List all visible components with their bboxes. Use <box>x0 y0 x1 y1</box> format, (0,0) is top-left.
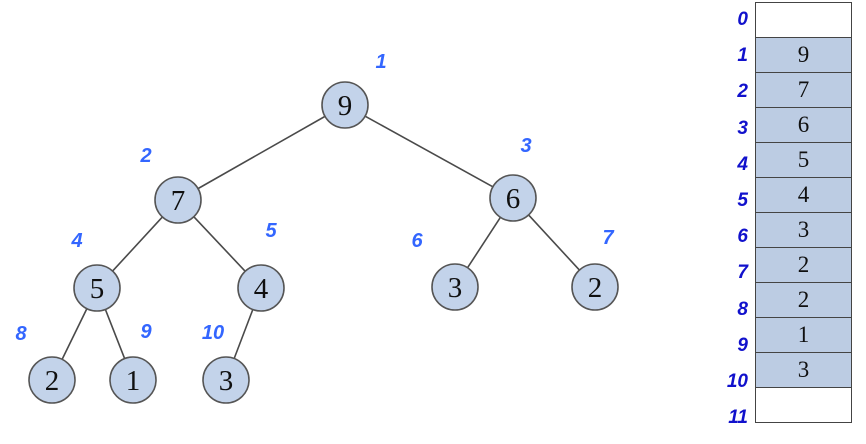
tree-node-circle[interactable] <box>73 264 121 312</box>
array-cell[interactable]: 6 <box>755 107 852 143</box>
array-cell[interactable]: 2 <box>755 247 852 283</box>
array-cell[interactable]: 7 <box>755 72 852 108</box>
array-cell[interactable]: 1 <box>755 317 852 353</box>
tree-edge-group <box>61 115 581 360</box>
array-index-label: 2 <box>737 81 748 103</box>
tree-edge <box>61 308 88 360</box>
array-index-label: 10 <box>726 370 748 392</box>
tree-node[interactable]: 9 <box>321 81 369 129</box>
tree-node-value: 2 <box>588 272 603 304</box>
tree-node-value: 5 <box>90 273 105 305</box>
tree-node-index-label: 3 <box>520 135 531 157</box>
tree-node-value: 9 <box>338 90 353 122</box>
tree-node-value: 4 <box>254 273 269 305</box>
tree-node[interactable]: 2 <box>571 263 619 311</box>
array-row: 6 <box>755 107 852 143</box>
tree-node[interactable]: 2 <box>28 356 76 404</box>
array-cell[interactable]: 4 <box>755 177 852 213</box>
tree-node-value: 6 <box>506 183 521 215</box>
tree-node-circle[interactable] <box>489 174 537 222</box>
tree-node-index-label: 8 <box>15 323 27 345</box>
tree-node-circle[interactable] <box>202 356 250 404</box>
array-row: 1 <box>755 317 852 353</box>
array-row: 5 <box>755 142 852 178</box>
array-row: 9 <box>755 37 852 73</box>
tree-edge <box>111 216 164 272</box>
array-row: 4 <box>755 177 852 213</box>
tree-edge <box>527 214 581 271</box>
array-index-label: 8 <box>737 298 748 320</box>
array-cell[interactable] <box>755 387 852 423</box>
tree-node[interactable]: 1 <box>109 356 157 404</box>
tree-edge <box>364 115 494 188</box>
array-cell[interactable]: 5 <box>755 142 852 178</box>
array-cell[interactable]: 2 <box>755 282 852 318</box>
tree-node-circle[interactable] <box>237 264 285 312</box>
array-index-label: 0 <box>737 9 748 30</box>
tree-node-value: 1 <box>126 365 141 397</box>
tree-node[interactable]: 5 <box>73 264 121 312</box>
tree-node-circle[interactable] <box>154 176 202 224</box>
array-row <box>755 387 852 423</box>
tree-edge <box>233 309 254 359</box>
tree-node-circle[interactable] <box>571 263 619 311</box>
tree-node[interactable]: 4 <box>237 264 285 312</box>
tree-edge <box>466 216 502 269</box>
array-index-label: 4 <box>737 153 748 175</box>
tree-node[interactable]: 7 <box>154 176 202 224</box>
tree-node-value: 3 <box>219 365 234 397</box>
tree-node[interactable]: 6 <box>489 174 537 222</box>
array-index-column: 0 1 2 3 4 5 6 7 8 9 10 11 <box>700 2 748 436</box>
array-index-label: 5 <box>737 189 748 211</box>
array-index-label: 3 <box>737 117 748 139</box>
tree-node-circle[interactable] <box>321 81 369 129</box>
array-index-label: 1 <box>737 45 748 67</box>
array-index-label: 11 <box>728 407 748 429</box>
array-row <box>755 2 852 38</box>
array-cell[interactable] <box>755 2 852 38</box>
tree-node-index-label: 10 <box>202 322 224 344</box>
array-row: 3 <box>755 352 852 388</box>
array-row: 2 <box>755 247 852 283</box>
tree-node-circle[interactable] <box>28 356 76 404</box>
tree-node-value: 7 <box>171 185 186 217</box>
tree-node-index-label: 1 <box>375 51 386 73</box>
tree-edge <box>197 115 326 190</box>
tree-edge <box>193 216 246 272</box>
tree-node-value: 3 <box>448 272 463 304</box>
tree-node-circle[interactable] <box>431 263 479 311</box>
array-row: 2 <box>755 282 852 318</box>
tree-node-index-label: 5 <box>265 220 277 242</box>
tree-node-value: 2 <box>45 365 60 397</box>
array-cell[interactable]: 9 <box>755 37 852 73</box>
array-cell[interactable]: 3 <box>755 212 852 248</box>
tree-node-circle[interactable] <box>109 356 157 404</box>
tree-node-index-label: 6 <box>411 230 423 252</box>
tree-node[interactable]: 3 <box>431 263 479 311</box>
tree-node-index-label: 2 <box>139 145 151 167</box>
array-cell[interactable]: 3 <box>755 352 852 388</box>
tree-edge <box>104 309 126 359</box>
tree-node-index-label: 9 <box>140 321 152 343</box>
tree-node[interactable]: 3 <box>202 356 250 404</box>
array-row: 3 <box>755 212 852 248</box>
array-index-label: 6 <box>737 226 748 248</box>
tree-node-index-label: 4 <box>70 230 82 252</box>
array-index-label: 7 <box>737 262 748 284</box>
array-index-label: 9 <box>737 334 748 356</box>
tree-node-index-label: 7 <box>602 227 614 249</box>
array-row: 7 <box>755 72 852 108</box>
